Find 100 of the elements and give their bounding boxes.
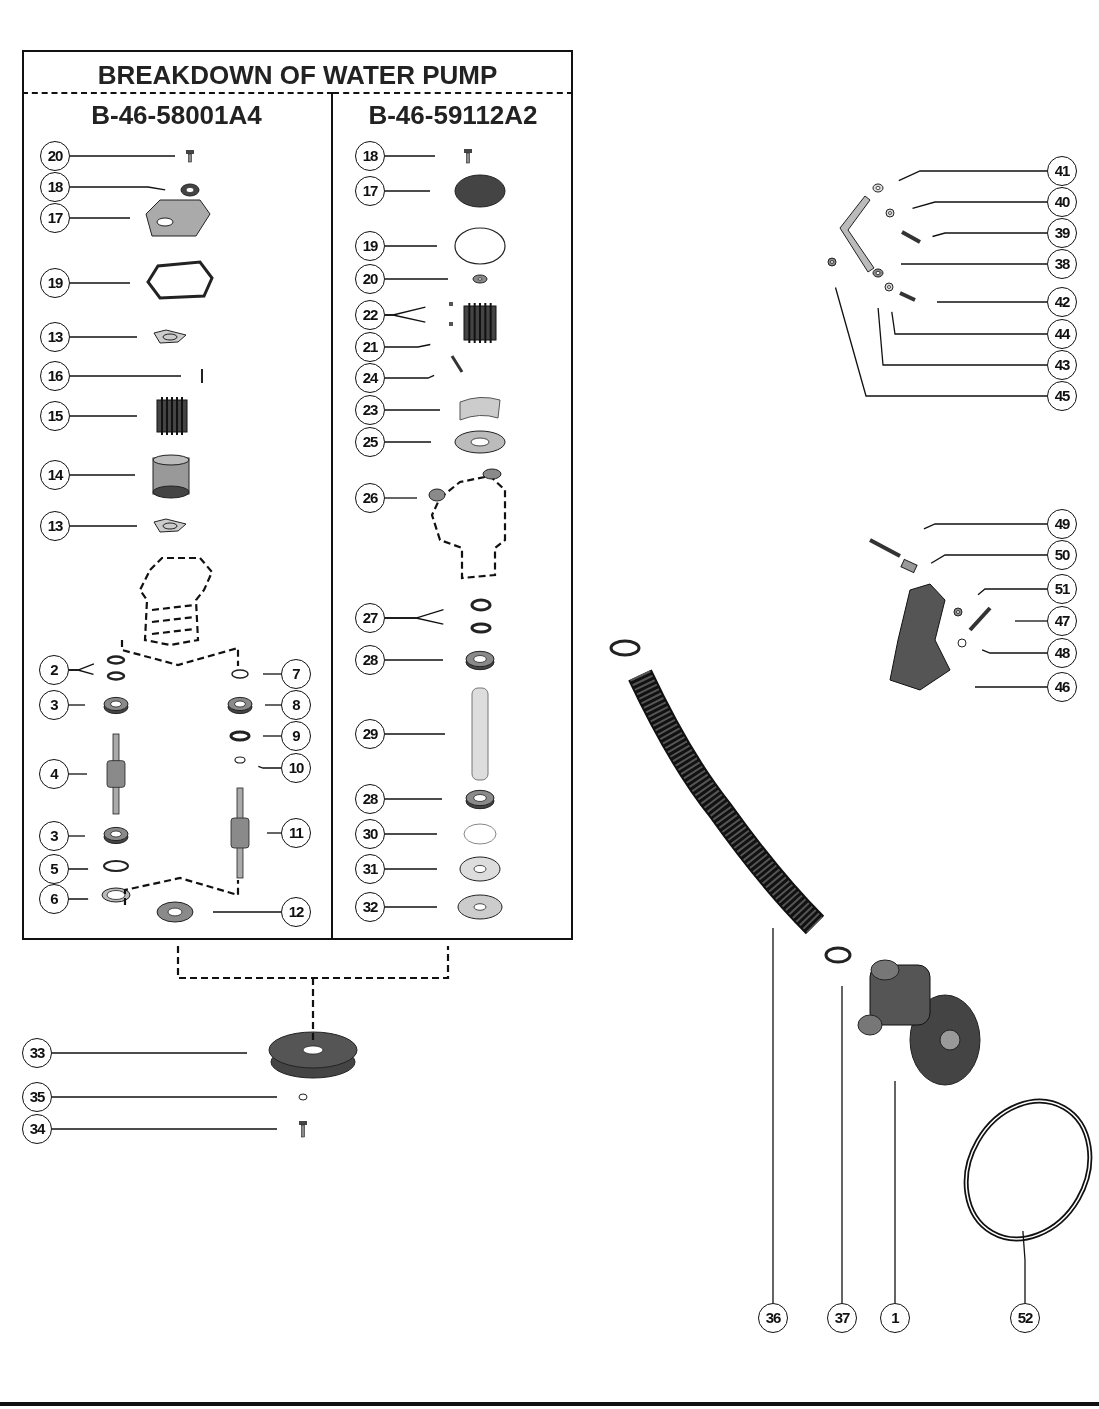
leader-line: [911, 201, 1048, 210]
leader-line: [384, 868, 438, 870]
callout-number: 13: [40, 322, 70, 352]
callout-number: 31: [355, 854, 385, 884]
callout-number: 22: [355, 300, 385, 330]
leader-line: [51, 1052, 248, 1054]
kit-column: [22, 92, 333, 940]
leader-line: [384, 441, 432, 443]
leader-line: [384, 190, 431, 192]
leader-line: [68, 773, 88, 775]
leader-line: [931, 232, 1048, 238]
leader-line: [384, 245, 438, 247]
leader-line: [974, 686, 1048, 688]
leader-line: [384, 798, 443, 800]
leader-line: [923, 523, 1048, 530]
callout-number: 3: [39, 690, 69, 720]
callout-number: 17: [40, 203, 70, 233]
callout-number: 52: [1010, 1303, 1040, 1333]
leader-line: [68, 704, 86, 706]
callout-number: 32: [355, 892, 385, 922]
callout-number: 45: [1047, 381, 1077, 411]
leader-line: [69, 375, 182, 377]
kit-number-heading: B-46-59112A2: [367, 100, 539, 131]
callout-number: 4: [39, 759, 69, 789]
leader-line: [898, 170, 1048, 182]
leader-line: [68, 835, 86, 837]
parts-panel: [22, 50, 573, 940]
leader-line: [257, 765, 282, 769]
callout-number: 36: [758, 1303, 788, 1333]
leader-line: [384, 374, 435, 379]
leader-line: [69, 155, 176, 157]
leader-line: [68, 669, 95, 676]
leader-line: [384, 833, 438, 835]
callout-number: 48: [1047, 638, 1077, 668]
callout-number: 25: [355, 427, 385, 457]
leader-line: [384, 906, 438, 908]
leader-line: [384, 278, 449, 280]
leader-line: [930, 554, 1048, 564]
callout-number: 38: [1047, 249, 1077, 279]
callout-number: 8: [281, 690, 311, 720]
callout-number: 29: [355, 719, 385, 749]
callout-number: 35: [22, 1082, 52, 1112]
callout-number: 2: [39, 655, 69, 685]
leader-line: [69, 217, 131, 219]
leader-line: [384, 617, 444, 625]
callout-number: 37: [827, 1303, 857, 1333]
callout-number: 21: [355, 332, 385, 362]
callout-number: 42: [1047, 287, 1077, 317]
callout-number: 23: [355, 395, 385, 425]
callout-number: 39: [1047, 218, 1077, 248]
callout-number: 43: [1047, 350, 1077, 380]
leader-line: [384, 343, 431, 348]
leader-line: [1014, 620, 1048, 622]
leader-line: [262, 735, 282, 737]
callout-number: 47: [1047, 606, 1077, 636]
leader-line: [69, 336, 138, 338]
callout-number: 19: [40, 268, 70, 298]
callout-number: 26: [355, 483, 385, 513]
callout-number: 15: [40, 401, 70, 431]
leader-line: [69, 282, 131, 284]
callout-number: 6: [39, 884, 69, 914]
callout-number: 33: [22, 1038, 52, 1068]
leader-line: [894, 1080, 896, 1304]
leader-line: [68, 868, 89, 871]
leader-line: [877, 307, 1048, 366]
leader-line: [900, 263, 1048, 265]
callout-number: 3: [39, 821, 69, 851]
callout-number: 50: [1047, 540, 1077, 570]
callout-number: 12: [281, 897, 311, 927]
callout-number: 10: [281, 753, 311, 783]
kit-number-heading: B-46-58001A4: [90, 100, 263, 131]
leader-line: [69, 474, 136, 476]
callout-number: 13: [40, 511, 70, 541]
leader-line: [69, 186, 166, 191]
leader-line: [266, 832, 282, 834]
leader-line: [981, 649, 1048, 654]
leader-line: [1022, 1230, 1026, 1304]
callout-number: 5: [39, 854, 69, 884]
callout-number: 40: [1047, 187, 1077, 217]
callout-number: 44: [1047, 319, 1077, 349]
leader-line: [69, 415, 138, 417]
callout-number: 46: [1047, 672, 1077, 702]
callout-number: 28: [355, 784, 385, 814]
leader-line: [936, 301, 1048, 303]
leader-line: [841, 985, 843, 1304]
callout-number: 9: [281, 721, 311, 751]
leader-line: [384, 409, 441, 411]
leader-line: [977, 588, 1048, 596]
callout-number: 34: [22, 1114, 52, 1144]
callout-number: 27: [355, 603, 385, 633]
callout-number: 28: [355, 645, 385, 675]
leader-line: [384, 155, 436, 157]
leader-line: [264, 704, 282, 706]
panel-title: BREAKDOWN OF WATER PUMP: [96, 60, 499, 91]
leader-line: [772, 927, 774, 1304]
leader-line: [384, 314, 426, 323]
callout-number: 14: [40, 460, 70, 490]
callout-number: 20: [355, 264, 385, 294]
leader-line: [262, 673, 282, 675]
leader-line: [384, 733, 446, 735]
